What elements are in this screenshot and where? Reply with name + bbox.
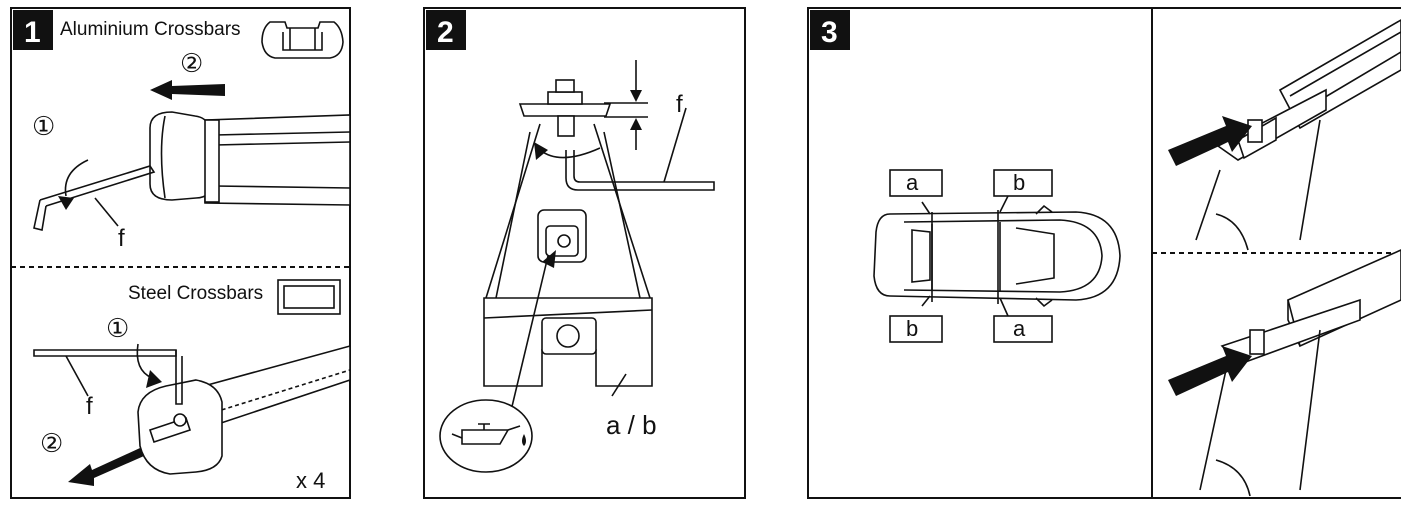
oil-can-icon	[439, 399, 533, 473]
label-f-top: f	[118, 225, 125, 252]
panel-2: 2	[423, 7, 746, 499]
insert-arrow-top	[1168, 116, 1252, 166]
aluminium-foot-detail	[1168, 19, 1401, 251]
foot-clamp-illustration	[483, 60, 715, 441]
circle-2-bottom: ②	[40, 428, 63, 458]
steel-foot-detail	[1168, 249, 1401, 497]
panel-1: 1 Aluminium Crossbars ② ① f	[10, 7, 351, 499]
label-box-a-top	[889, 169, 943, 197]
label-b-top: b	[1013, 170, 1025, 195]
label-a-top: a	[906, 170, 919, 195]
panel-3: 3 a b b a	[807, 7, 1401, 499]
circle-2-top: ②	[180, 48, 203, 78]
step-2-number: 2	[437, 16, 454, 49]
push-arrow-top	[150, 80, 225, 100]
step-3-badge	[810, 10, 850, 50]
steel-crossbars-label: Steel Crossbars	[128, 283, 263, 304]
step-1-badge	[13, 10, 53, 50]
label-box-b-top	[993, 169, 1053, 197]
label-f-panel2: f	[676, 91, 683, 118]
count-label: x 4	[296, 468, 325, 493]
circle-1-top: ①	[32, 111, 55, 141]
label-f-bottom: f	[86, 393, 93, 420]
aluminium-crossbars-label: Aluminium Crossbars	[60, 19, 241, 40]
insert-arrow-bottom	[1168, 346, 1252, 396]
label-box-a-bottom	[993, 315, 1053, 343]
push-arrow-bottom	[68, 448, 144, 486]
label-a-bottom: a	[1013, 316, 1026, 341]
step-2-badge	[426, 10, 466, 50]
aluminium-bar-illustration	[33, 111, 351, 231]
steel-bar-illustration	[33, 343, 351, 486]
car-top-view	[873, 195, 1121, 317]
circle-1-bottom: ①	[106, 313, 129, 343]
leader-ab	[611, 373, 627, 397]
aluminium-profile-icon	[261, 21, 344, 59]
steel-profile-icon	[277, 279, 341, 315]
label-box-b-bottom	[889, 315, 943, 343]
label-b-bottom: b	[906, 316, 918, 341]
step-3-number: 3	[821, 16, 838, 49]
label-ab: a / b	[606, 410, 657, 440]
step-1-number: 1	[24, 16, 41, 49]
